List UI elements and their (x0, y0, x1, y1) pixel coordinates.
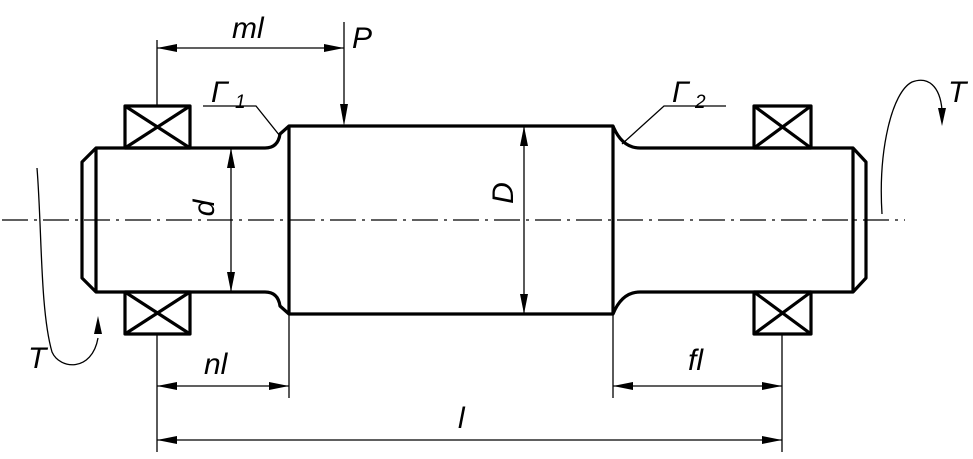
label-T-left: T (28, 342, 49, 375)
label-T-right: T (948, 76, 969, 109)
bearing-top-left (123, 104, 192, 150)
bearing-bottom-left (123, 290, 192, 336)
label-d: d (188, 198, 221, 216)
dim-fl (613, 382, 782, 390)
torque-right (880, 79, 946, 215)
extension-lines (156, 40, 783, 452)
label-P: P (352, 22, 372, 55)
label-D: D (487, 182, 520, 204)
dim-d (227, 148, 235, 292)
bearing-bottom-right (752, 290, 813, 336)
dim-nl (157, 382, 289, 390)
label-nl: nl (204, 348, 229, 381)
dim-l (157, 436, 782, 444)
label-gamma1: Г (211, 76, 230, 109)
leader-gamma2 (621, 105, 726, 145)
load-arrow-P (340, 22, 348, 126)
label-gamma2: Г (672, 76, 691, 109)
dim-ml (157, 44, 344, 52)
label-ml: ml (232, 12, 265, 45)
label-gamma1-sub: 1 (235, 92, 246, 113)
torque-left (36, 167, 102, 366)
bearing-top-right (752, 104, 813, 150)
leader-gamma1 (203, 105, 281, 137)
label-gamma2-sub: 2 (694, 92, 706, 113)
label-fl: fl (688, 344, 704, 377)
dim-D (520, 126, 528, 314)
label-l: l (458, 402, 466, 435)
